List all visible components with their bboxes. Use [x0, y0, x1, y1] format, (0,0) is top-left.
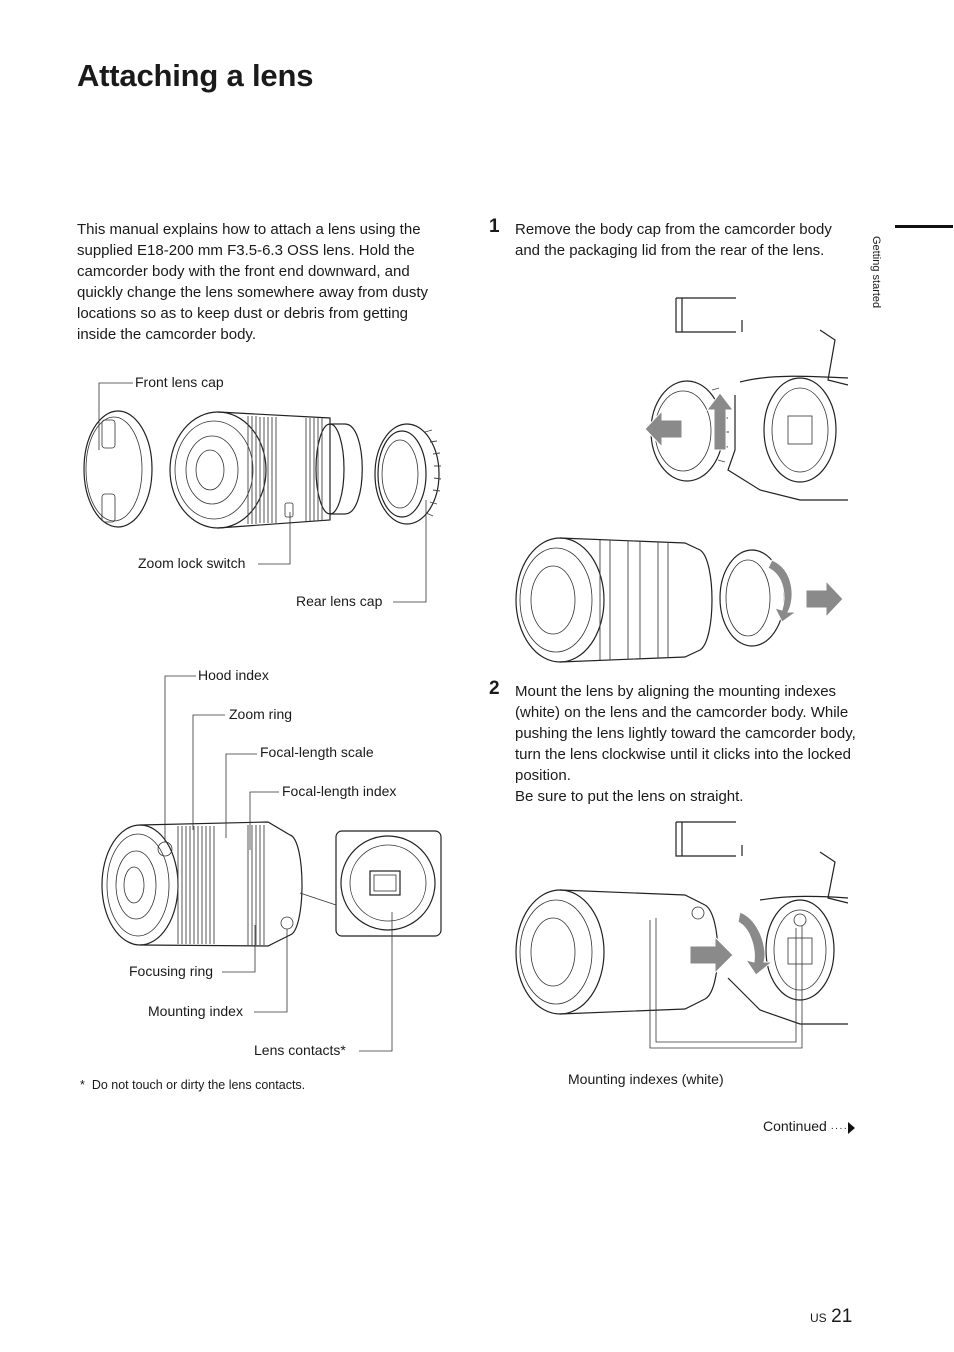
label-rear-lens-cap: Rear lens cap	[296, 593, 383, 609]
front-lens-cap-illustration	[83, 410, 153, 528]
section-tab-label: Getting started	[870, 236, 882, 309]
step-2-line-1: Mount the lens by aligning the mounting …	[515, 683, 856, 784]
label-focal-length-scale: Focal-length scale	[260, 744, 374, 760]
camera-mount-inset-illustration	[299, 830, 442, 937]
rotate-arrow-icon	[705, 392, 735, 451]
continued-arrow-icon	[848, 1122, 855, 1134]
label-mounting-index: Mounting index	[148, 1003, 243, 1019]
footnote: * Do not touch or dirty the lens contact…	[80, 1078, 305, 1092]
step-2-number: 2	[489, 678, 500, 699]
page-number: US 21	[810, 1306, 852, 1328]
rotate-arrow-icon	[737, 911, 774, 976]
page-title: Attaching a lens	[77, 58, 314, 93]
label-lens-contacts-text: Lens contacts	[254, 1042, 341, 1058]
label-focal-length-index: Focal-length index	[282, 783, 397, 799]
label-lens-contacts-mark: *	[340, 1042, 346, 1058]
label-hood-index: Hood index	[198, 667, 269, 683]
step-1-text: Remove the body cap from the camcorder b…	[515, 221, 832, 259]
step-2-text: Mount the lens by aligning the mounting …	[515, 681, 860, 807]
step-1-number: 1	[489, 216, 500, 237]
arrow-left-icon	[644, 409, 683, 449]
rear-lens-cap-illustration	[374, 423, 442, 525]
lens-rear-cap-removal-illustration	[515, 537, 844, 663]
footnote-mark: *	[80, 1078, 85, 1092]
arrow-right-icon	[689, 935, 734, 975]
label-lens-contacts: Lens contacts*	[254, 1042, 346, 1058]
continued-label: Continued	[763, 1118, 827, 1134]
lens-body-illustration	[169, 411, 363, 529]
continued-link[interactable]: Continued ····	[763, 1118, 848, 1134]
lens-parts-illustration	[101, 821, 303, 947]
arrow-right-icon	[805, 579, 844, 619]
label-focusing-ring: Focusing ring	[129, 963, 214, 979]
label-zoom-ring: Zoom ring	[229, 706, 293, 722]
camcorder-body-cap-illustration	[644, 297, 849, 501]
intro-paragraph: This manual explains how to attach a len…	[77, 221, 429, 343]
label-mounting-indexes-white: Mounting indexes (white)	[568, 1071, 724, 1087]
section-tab-bar	[895, 225, 953, 228]
label-zoom-lock-switch: Zoom lock switch	[138, 555, 246, 571]
page-number-value: 21	[831, 1306, 853, 1327]
label-front-lens-cap: Front lens cap	[135, 374, 224, 390]
continued-dots-icon: ····	[826, 1123, 848, 1134]
step-2-line-2: Be sure to put the lens on straight.	[515, 788, 744, 805]
rotate-arrow-icon	[767, 559, 798, 623]
page-region: US	[810, 1311, 827, 1325]
lens-mounting-illustration	[515, 821, 849, 1025]
footnote-text: Do not touch or dirty the lens contacts.	[91, 1078, 306, 1092]
